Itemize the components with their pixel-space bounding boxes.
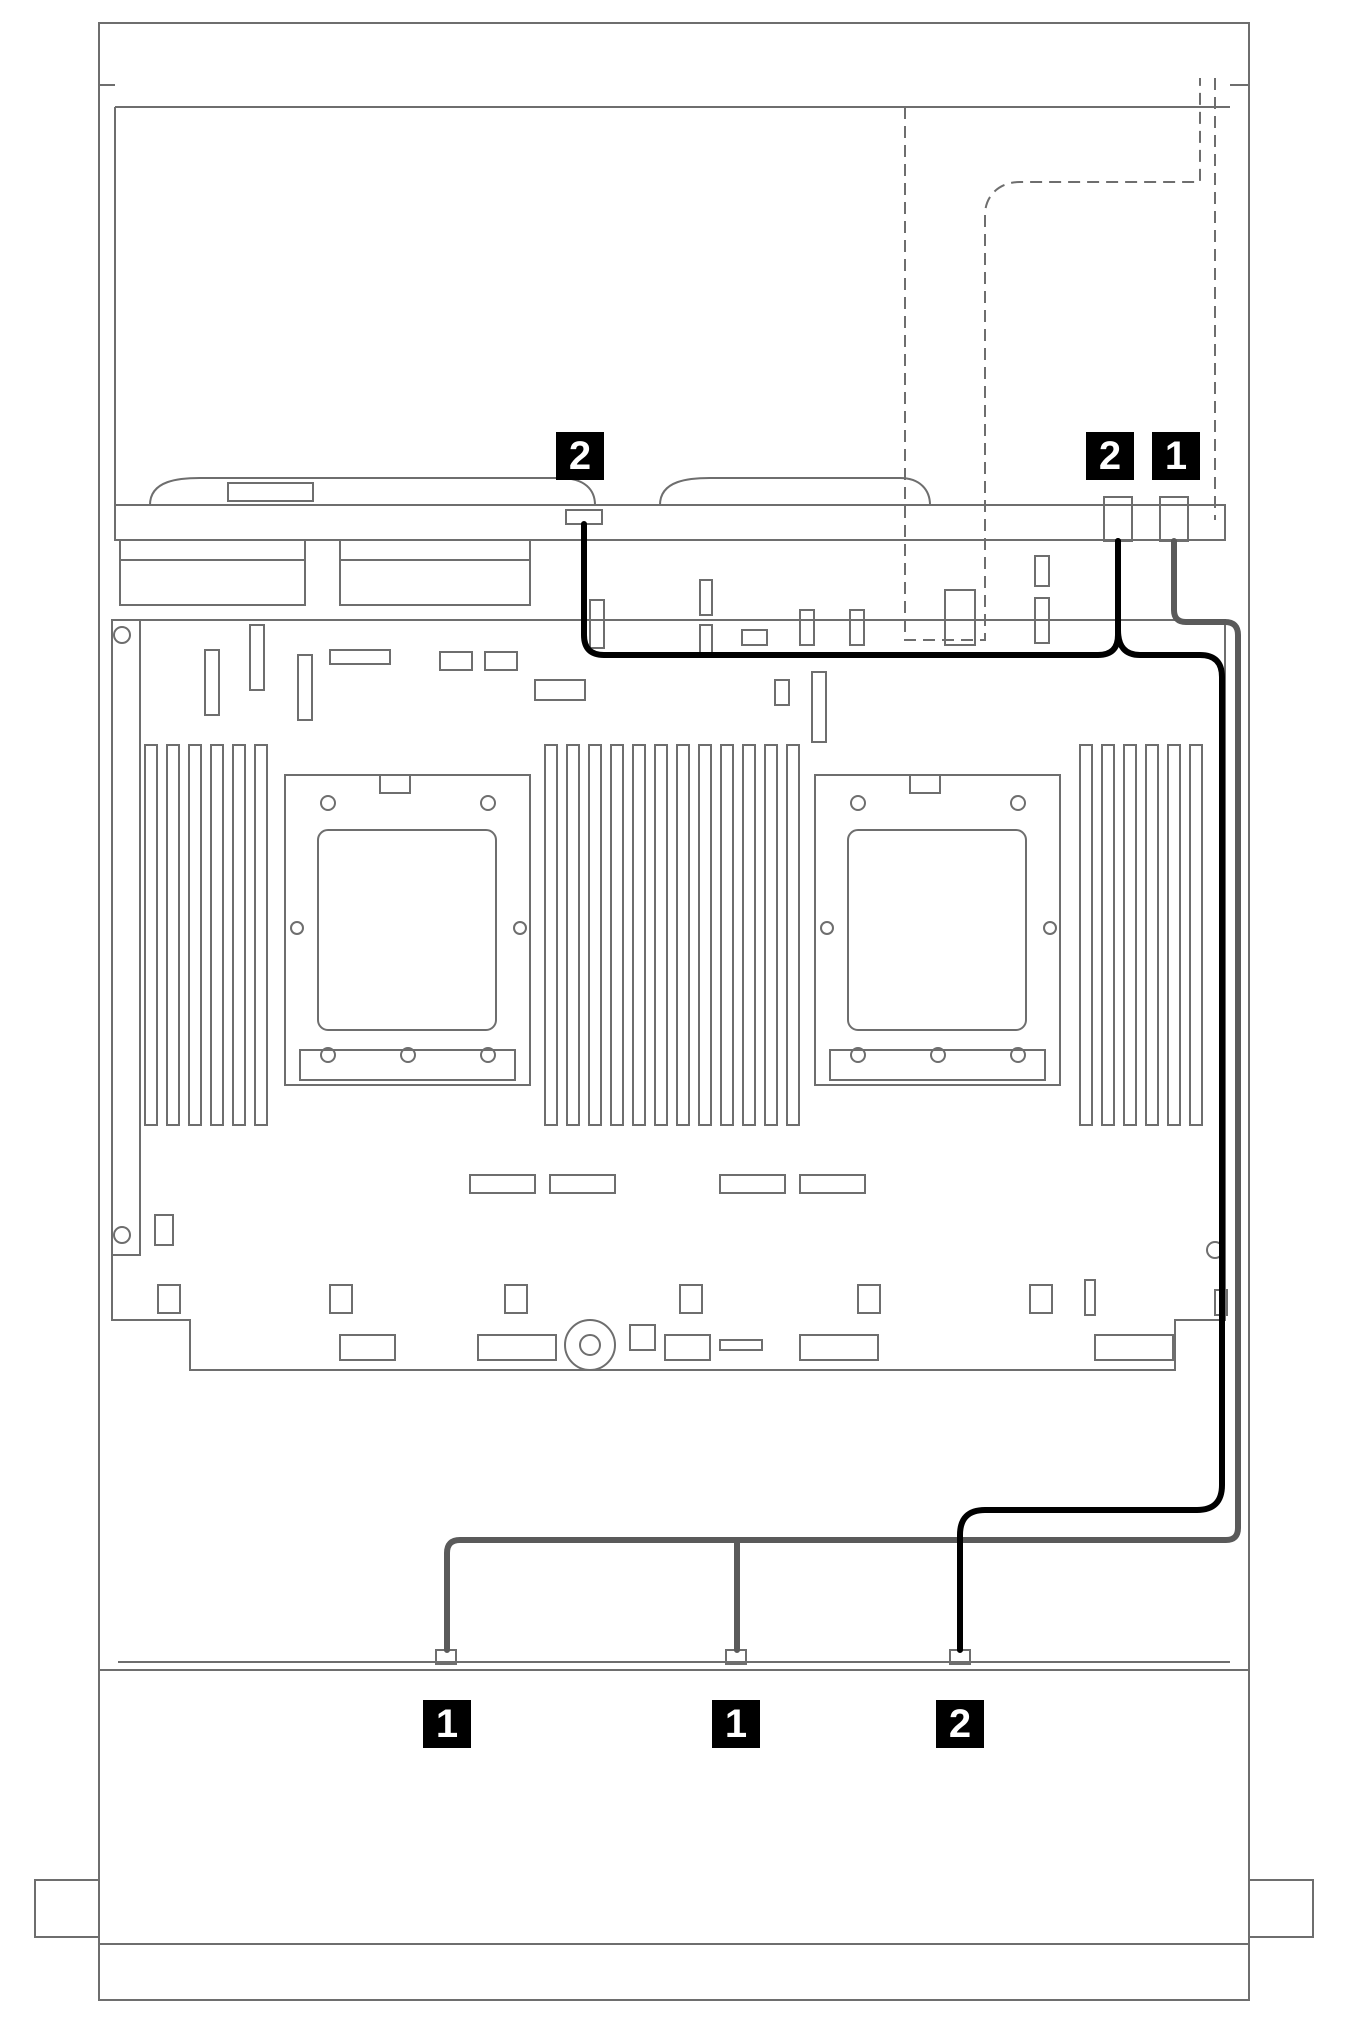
connector bbox=[774, 679, 790, 706]
callout-backplane-2: 2 bbox=[936, 1700, 984, 1748]
connector bbox=[534, 679, 586, 701]
connector bbox=[799, 609, 815, 646]
processor-socket-2 bbox=[814, 774, 1061, 1086]
system-board-outline bbox=[111, 619, 141, 1256]
connector bbox=[589, 599, 605, 649]
cable-1 bbox=[444, 538, 1241, 1653]
riser-card-right bbox=[659, 477, 931, 506]
air-baffle-left bbox=[119, 539, 306, 606]
callout-board-2: 2 bbox=[1086, 432, 1134, 480]
dimm-bank-right bbox=[1079, 744, 1203, 1126]
mcio-connector bbox=[549, 1174, 616, 1194]
mcio-connector bbox=[469, 1174, 536, 1194]
riser-card-left bbox=[149, 477, 596, 506]
air-baffle-mid bbox=[339, 539, 531, 606]
connector bbox=[484, 651, 518, 671]
callout-riser-2: 2 bbox=[556, 432, 604, 480]
mcio-connector bbox=[719, 1174, 786, 1194]
riser-cage-dashed bbox=[904, 78, 1201, 641]
mcio-connector bbox=[799, 1174, 866, 1194]
riser-bracket bbox=[114, 504, 1226, 541]
front-bezel-right bbox=[1248, 1879, 1314, 1938]
connector bbox=[1034, 597, 1050, 644]
connector bbox=[297, 654, 313, 721]
connector bbox=[741, 629, 768, 646]
connector bbox=[699, 624, 713, 656]
front-bezel-left bbox=[34, 1879, 100, 1938]
processor-socket-1 bbox=[284, 774, 531, 1086]
connector bbox=[849, 609, 865, 646]
callout-backplane-1b: 1 bbox=[712, 1700, 760, 1748]
callout-backplane-1a: 1 bbox=[423, 1700, 471, 1748]
chassis-outline bbox=[98, 22, 1250, 2001]
connector bbox=[204, 649, 220, 716]
connector bbox=[249, 624, 265, 691]
dimm-bank-left bbox=[144, 744, 268, 1126]
board-connector-2 bbox=[1103, 496, 1133, 542]
connector bbox=[944, 589, 976, 646]
connector bbox=[329, 649, 391, 665]
cable-2b bbox=[957, 538, 1225, 1653]
board-screw bbox=[564, 1319, 616, 1371]
callout-board-1: 1 bbox=[1152, 432, 1200, 480]
connector bbox=[699, 579, 713, 616]
board-connector-1 bbox=[1159, 496, 1189, 542]
connector bbox=[811, 671, 827, 743]
connector bbox=[1034, 555, 1050, 587]
dimm-bank-center bbox=[544, 744, 800, 1126]
connector bbox=[439, 651, 473, 671]
